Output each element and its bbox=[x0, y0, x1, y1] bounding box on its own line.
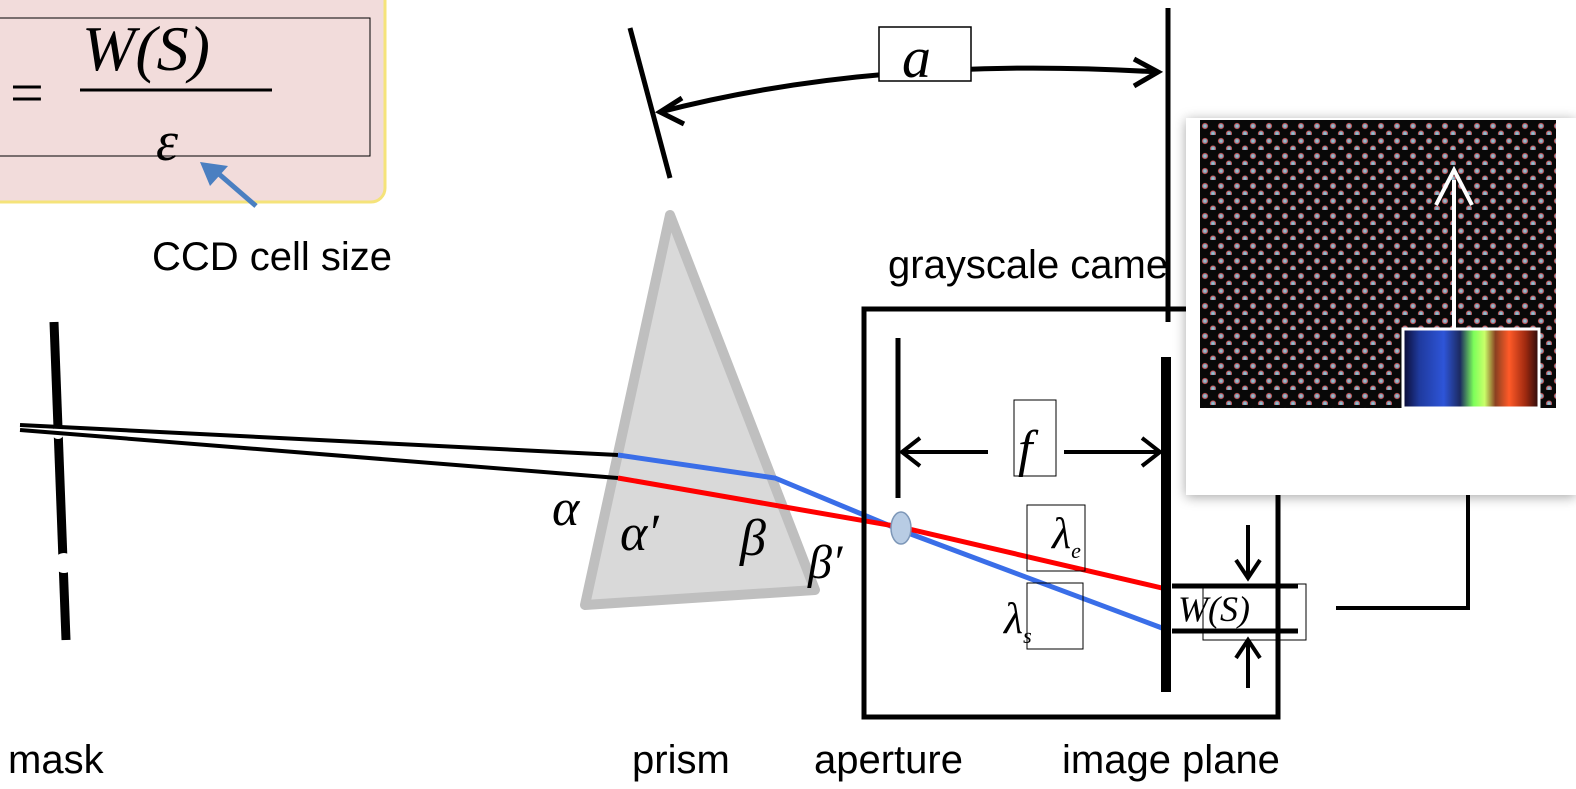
focal-arrow-left-head-icon bbox=[898, 436, 922, 468]
width-arrow-down-head-icon bbox=[1234, 558, 1262, 582]
ray-lower-black bbox=[19, 428, 619, 480]
lambda-e-box bbox=[1026, 504, 1086, 572]
rotation-arrow-left-icon bbox=[654, 95, 686, 127]
formula-numerator: W(S) bbox=[82, 13, 210, 84]
ccd-cell-size-label: CCD cell size bbox=[152, 235, 392, 279]
width-box bbox=[1202, 583, 1307, 641]
width-arrow-up-head-icon bbox=[1234, 636, 1262, 660]
spectrum-zoom bbox=[1401, 327, 1541, 410]
mask-slit-bottom bbox=[54, 553, 74, 573]
mask-bar bbox=[49, 321, 71, 641]
ray-upper-black bbox=[19, 423, 619, 457]
alpha-symbol: α bbox=[552, 480, 581, 537]
mask-label: mask bbox=[8, 738, 105, 782]
ray-blue bbox=[617, 452, 1163, 631]
camera-label: grayscale came bbox=[888, 243, 1168, 287]
lambda-e-symbol: λe bbox=[1050, 509, 1081, 563]
formula-equals: = bbox=[10, 60, 44, 126]
ccd-inset bbox=[1186, 118, 1576, 495]
beta-symbol: β bbox=[739, 510, 766, 567]
rotation-arrow-right-icon bbox=[1132, 56, 1164, 89]
image-plane-label: image plane bbox=[1062, 738, 1280, 782]
camera-box bbox=[861, 306, 1281, 720]
inset-arrow-head-icon bbox=[1434, 165, 1474, 206]
beta-prime-symbol: β′ bbox=[807, 536, 844, 589]
alpha-prime-symbol: α′ bbox=[620, 505, 660, 562]
angle-a-box bbox=[878, 26, 972, 82]
lambda-s-symbol: λs bbox=[1002, 594, 1032, 648]
cell-size-arrow-head bbox=[200, 162, 228, 186]
prism-shape bbox=[580, 210, 820, 610]
aperture-lens bbox=[890, 511, 912, 545]
lambda-s-box bbox=[1026, 582, 1084, 650]
prism-axis-line bbox=[627, 27, 673, 179]
focal-box bbox=[1013, 399, 1057, 477]
formula-box: = W(S) ε bbox=[0, 0, 387, 204]
aperture-label: aperture bbox=[814, 738, 963, 782]
formula-background bbox=[0, 0, 387, 204]
formula-frame bbox=[0, 17, 371, 157]
prism-label: prism bbox=[632, 738, 730, 782]
focal-arrow-right-head-icon bbox=[1140, 436, 1164, 468]
formula-denominator: ε bbox=[156, 111, 179, 173]
angle-a-symbol: a bbox=[902, 25, 931, 90]
width-symbol: W(S) bbox=[1178, 589, 1250, 629]
